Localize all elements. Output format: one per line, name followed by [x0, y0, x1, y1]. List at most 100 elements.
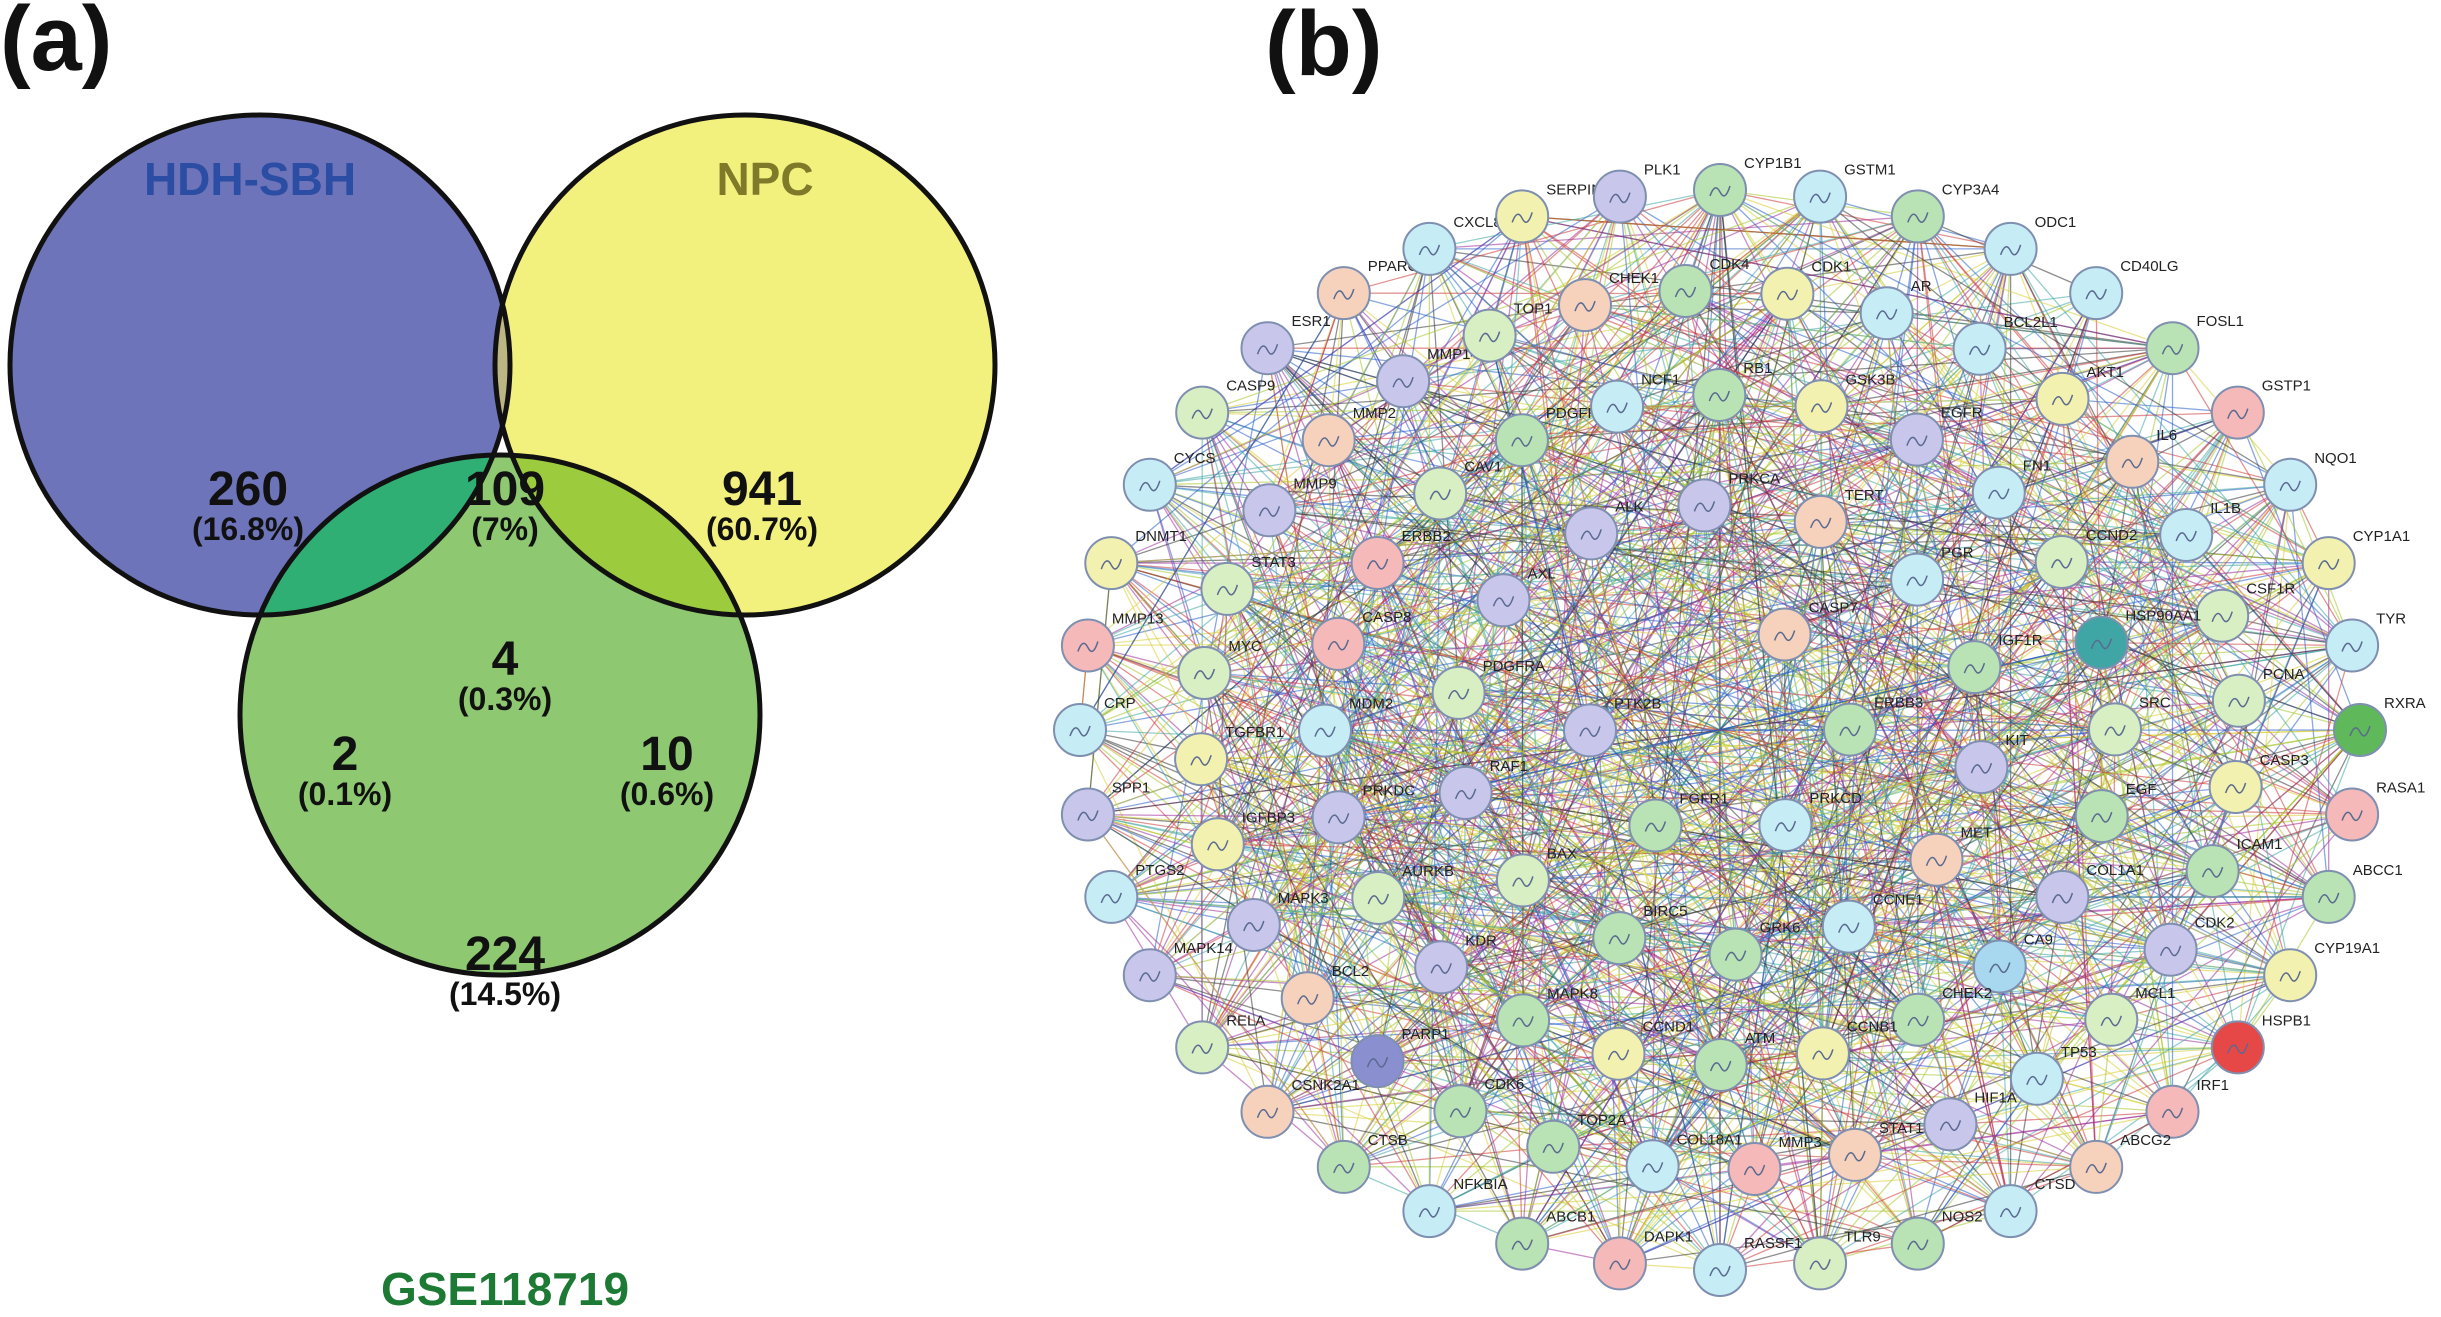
node-circle[interactable]: [1526, 1119, 1581, 1174]
node-circle[interactable]: [1494, 413, 1549, 468]
node-circle[interactable]: [2185, 844, 2240, 899]
network-node-il1b[interactable]: IL1B: [2159, 500, 2241, 562]
network-node-prkdc[interactable]: PRKDC: [1311, 782, 1416, 845]
node-circle[interactable]: [2159, 508, 2214, 562]
network-node-bcl2[interactable]: BCL2: [1280, 963, 1370, 1026]
network-node-ncf1[interactable]: NCF1: [1590, 372, 1680, 434]
node-circle[interactable]: [1495, 1216, 1550, 1271]
node-circle[interactable]: [1828, 1127, 1882, 1182]
node-circle[interactable]: [1592, 911, 1647, 966]
node-circle[interactable]: [1758, 798, 1813, 853]
network-node-bax[interactable]: BAX: [1495, 845, 1577, 908]
node-circle[interactable]: [2069, 1139, 2124, 1194]
node-circle[interactable]: [1793, 494, 1848, 549]
network-node-mmp2[interactable]: MMP2: [1301, 405, 1396, 468]
node-circle[interactable]: [1590, 379, 1645, 434]
network-node-parp1[interactable]: PARP1: [1350, 1026, 1450, 1089]
network-node-top2a[interactable]: TOP2A: [1526, 1112, 1626, 1174]
node-circle[interactable]: [1821, 899, 1876, 954]
network-node-grk6[interactable]: GRK6: [1708, 920, 1801, 982]
network-node-ccnd1[interactable]: CCND1: [1591, 1019, 1695, 1081]
network-node-casp9[interactable]: CASP9: [1175, 378, 1275, 440]
node-circle[interactable]: [1476, 573, 1531, 628]
network-node-casp3[interactable]: CASP3: [2208, 752, 2309, 814]
node-circle[interactable]: [1757, 607, 1812, 662]
network-node-hif1a[interactable]: HIF1A: [1923, 1089, 2017, 1152]
network-node-dnmt1[interactable]: DNMT1: [1084, 528, 1187, 591]
node-circle[interactable]: [1693, 1038, 1748, 1092]
node-circle[interactable]: [1402, 221, 1457, 276]
node-circle[interactable]: [1923, 1097, 1978, 1152]
network-node-esr1[interactable]: ESR1: [1240, 313, 1331, 376]
node-circle[interactable]: [1971, 465, 2026, 520]
node-circle[interactable]: [1563, 703, 1617, 758]
network-node-col1a1[interactable]: COL1A1: [2035, 862, 2144, 924]
network-node-erbb2[interactable]: ERBB2: [1350, 528, 1451, 590]
network-node-rb1[interactable]: RB1: [1692, 360, 1772, 422]
network-node-mapk3[interactable]: MAPK3: [1226, 890, 1329, 952]
network-node-mapk8[interactable]: MAPK8: [1496, 985, 1598, 1048]
network-node-myc[interactable]: MYC: [1177, 638, 1262, 700]
node-circle[interactable]: [1350, 536, 1405, 590]
node-circle[interactable]: [1311, 790, 1366, 845]
node-circle[interactable]: [1558, 278, 1612, 333]
network-node-cyp19a1[interactable]: CYP19A1: [2263, 940, 2380, 1003]
network-node-cdk1[interactable]: CDK1: [1760, 259, 1851, 321]
node-circle[interactable]: [1890, 1216, 1945, 1271]
node-circle[interactable]: [2074, 789, 2129, 844]
node-circle[interactable]: [1350, 1034, 1405, 1089]
node-circle[interactable]: [2301, 869, 2356, 924]
node-circle[interactable]: [2263, 457, 2318, 512]
node-circle[interactable]: [2333, 703, 2387, 757]
node-circle[interactable]: [2009, 1051, 2064, 1106]
node-circle[interactable]: [1890, 189, 1945, 244]
network-node-mmp13[interactable]: MMP13: [1060, 611, 1164, 673]
network-node-top1[interactable]: TOP1: [1462, 301, 1553, 363]
node-circle[interactable]: [1795, 1026, 1850, 1081]
node-circle[interactable]: [1890, 552, 1945, 607]
node-circle[interactable]: [1947, 640, 2002, 695]
network-node-tp53[interactable]: TP53: [2009, 1044, 2097, 1106]
network-node-rxra[interactable]: RXRA: [2333, 695, 2426, 757]
node-circle[interactable]: [1891, 992, 1946, 1047]
network-node-bcl2l1[interactable]: BCL2L1: [1952, 314, 2058, 376]
node-circle[interactable]: [1462, 308, 1517, 363]
node-circle[interactable]: [1413, 466, 1468, 521]
node-circle[interactable]: [2074, 615, 2129, 670]
network-node-abcb1[interactable]: ABCB1: [1495, 1209, 1595, 1271]
network-node-ccnb1[interactable]: CCNB1: [1795, 1018, 1898, 1081]
network-node-dapk1[interactable]: DAPK1: [1592, 1228, 1693, 1291]
network-node-akt1[interactable]: AKT1: [2035, 364, 2125, 426]
network-node-il6[interactable]: IL6: [2105, 427, 2177, 489]
node-circle[interactable]: [1376, 354, 1431, 409]
network-node-pcna[interactable]: PCNA: [2211, 666, 2305, 728]
node-circle[interactable]: [1793, 169, 1848, 224]
node-circle[interactable]: [1174, 732, 1229, 787]
network-node-mcl1[interactable]: MCL1: [2084, 985, 2175, 1047]
node-circle[interactable]: [2088, 702, 2142, 757]
node-circle[interactable]: [1983, 221, 2038, 276]
network-node-ccnd2[interactable]: CCND2: [2034, 527, 2138, 589]
node-circle[interactable]: [1564, 506, 1619, 561]
node-circle[interactable]: [1708, 927, 1763, 982]
network-node-rela[interactable]: RELA: [1175, 1012, 1265, 1075]
network-node-gstm1[interactable]: GSTM1: [1793, 162, 1896, 224]
network-node-cyp1b1[interactable]: CYP1B1: [1693, 155, 1802, 217]
node-circle[interactable]: [1053, 703, 1107, 757]
node-circle[interactable]: [1200, 561, 1255, 616]
node-circle[interactable]: [1889, 412, 1944, 467]
network-node-gsk3b[interactable]: GSK3B: [1794, 371, 1896, 434]
node-circle[interactable]: [1177, 646, 1232, 700]
network-node-egf[interactable]: EGF: [2074, 781, 2157, 844]
network-node-gstp1[interactable]: GSTP1: [2210, 378, 2311, 440]
node-circle[interactable]: [1592, 1236, 1647, 1291]
node-circle[interactable]: [1414, 940, 1469, 995]
network-node-crp[interactable]: CRP: [1053, 695, 1136, 757]
node-circle[interactable]: [2145, 1084, 2200, 1139]
node-circle[interactable]: [1438, 765, 1493, 820]
network-node-casp7[interactable]: CASP7: [1757, 600, 1858, 662]
node-circle[interactable]: [1495, 853, 1550, 908]
network-node-igfbp3[interactable]: IGFBP3: [1190, 809, 1295, 872]
node-circle[interactable]: [1628, 798, 1683, 853]
node-circle[interactable]: [1298, 703, 1352, 758]
